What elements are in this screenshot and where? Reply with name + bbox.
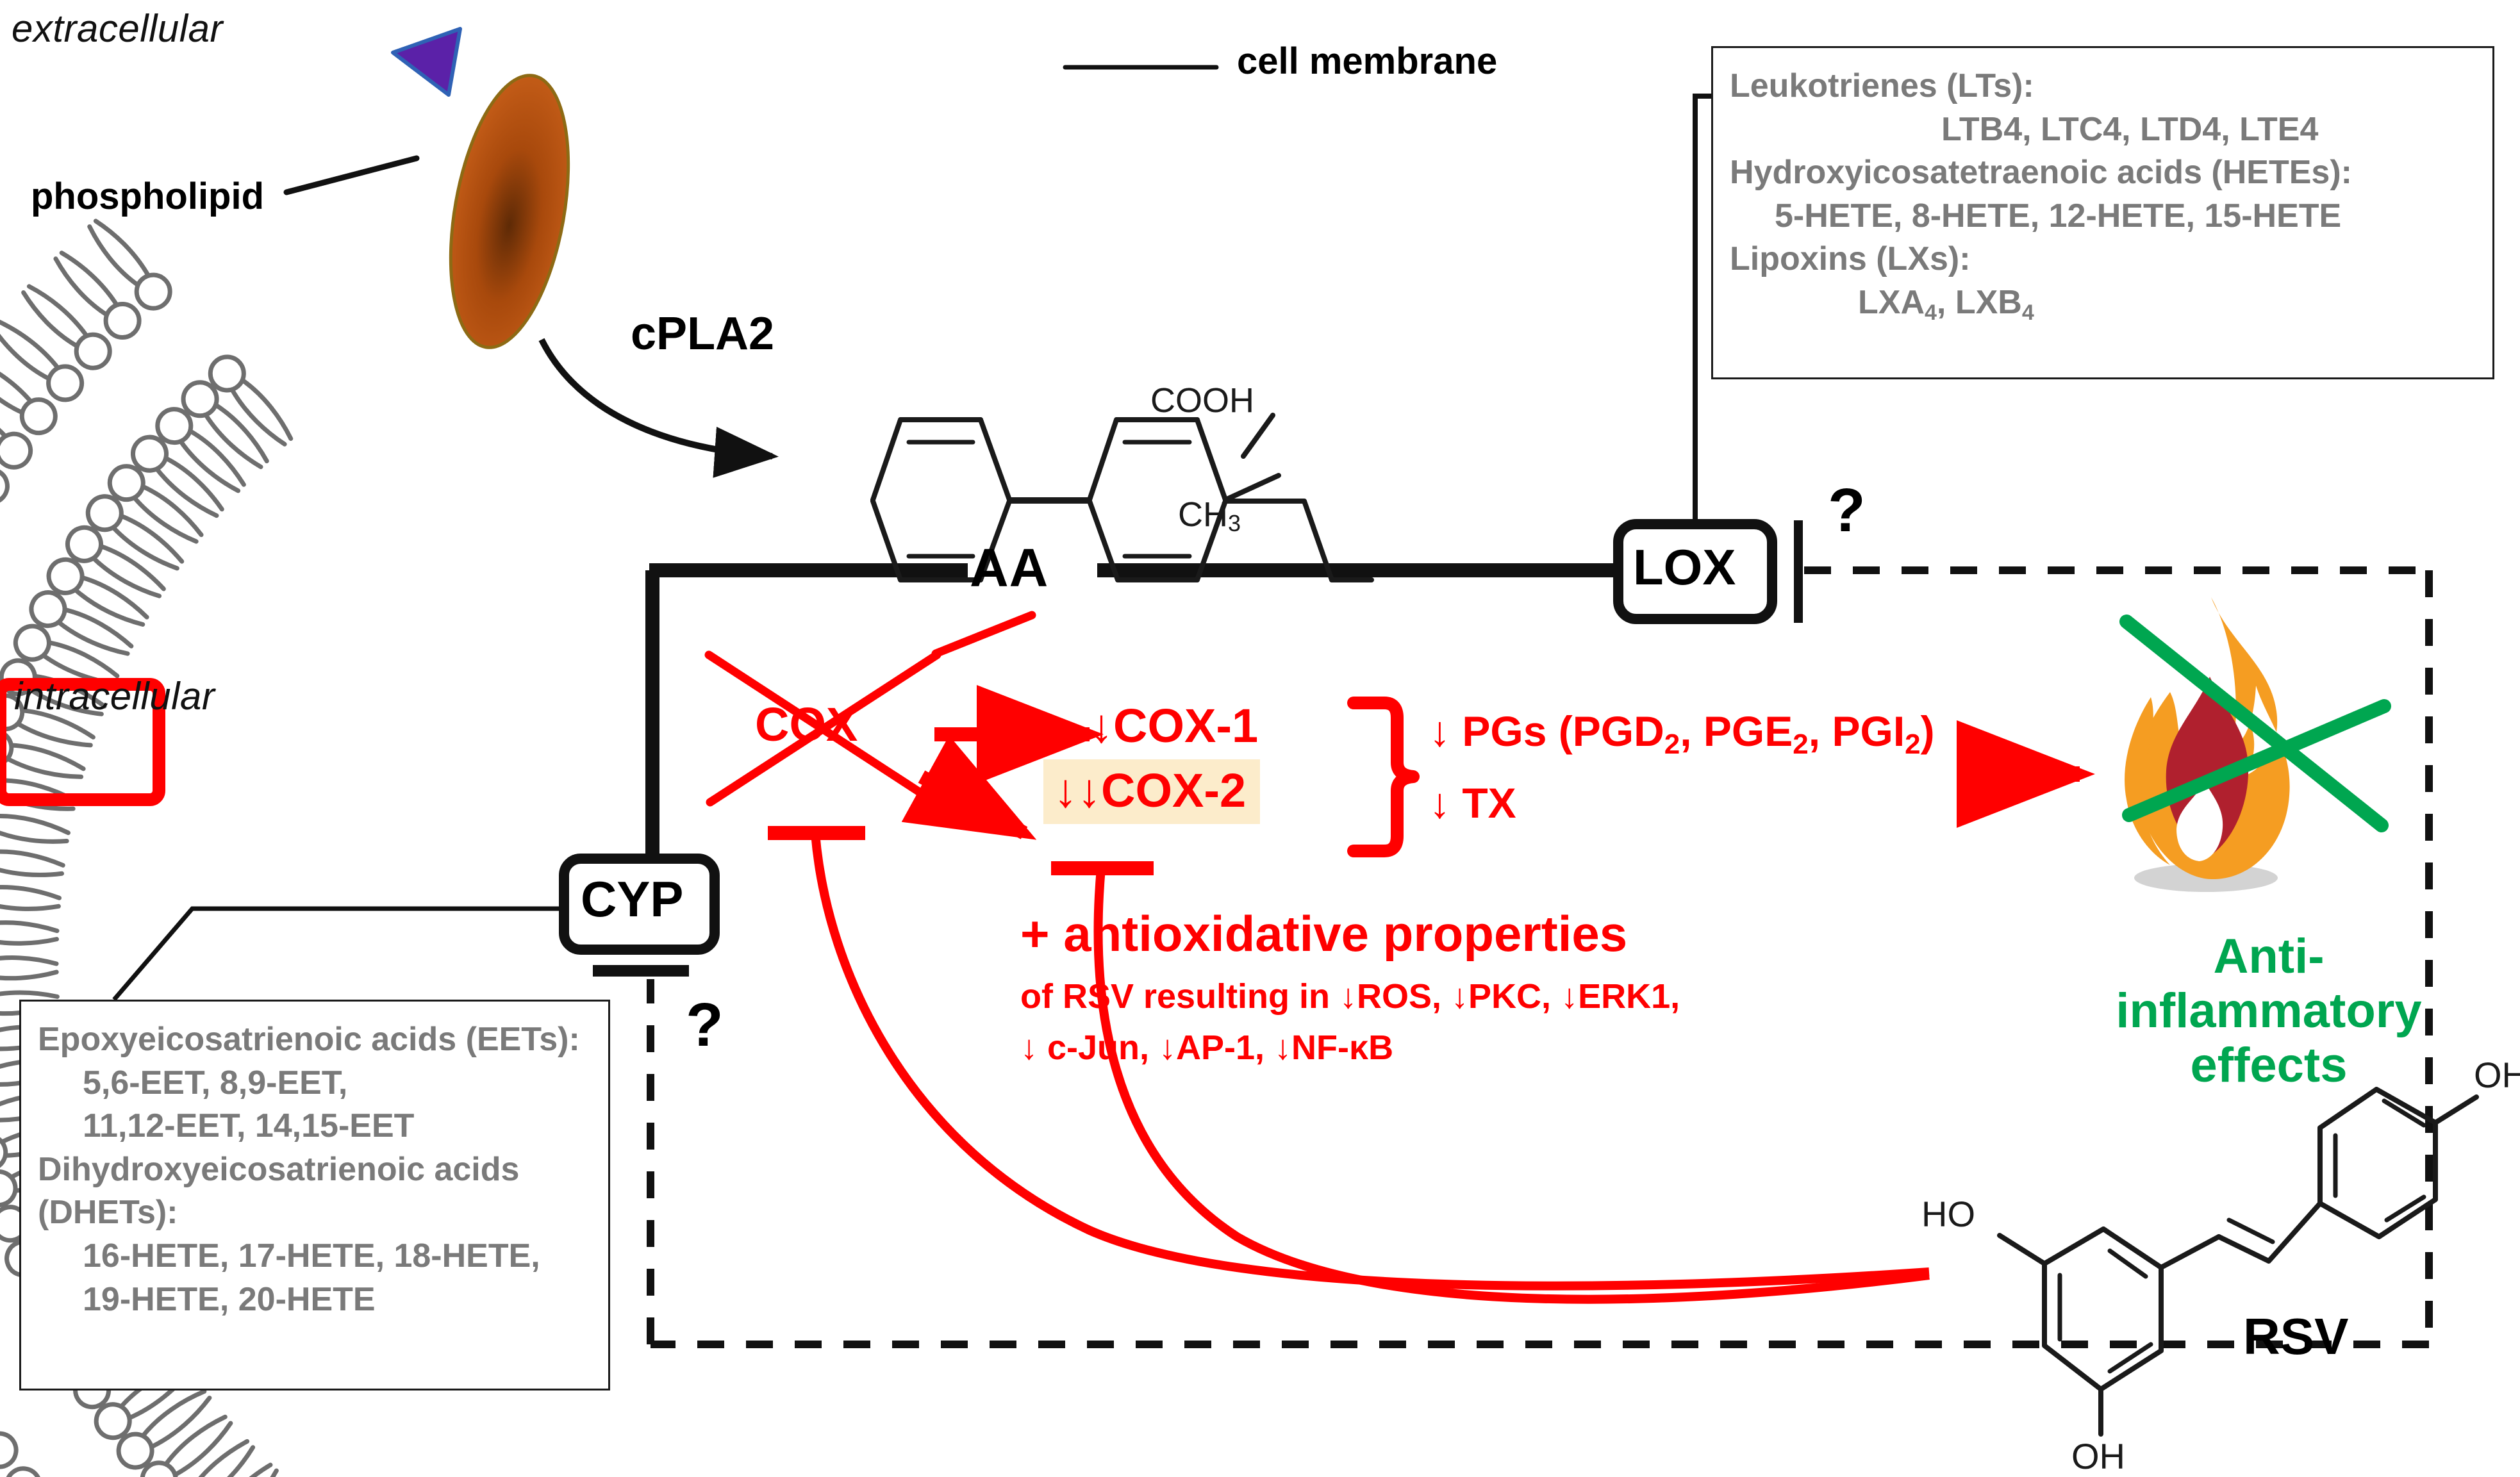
cyp-products-line-6: 16-HETE, 17-HETE, 18-HETE, — [83, 1237, 540, 1275]
outcome-line-1: Anti- — [2213, 929, 2325, 984]
cpla2-enzyme-body — [449, 74, 570, 349]
lox-question-mark: ? — [1828, 476, 1866, 545]
pgs-label: ↓ PGs (PGD2, PGE2, PGI2) — [1429, 705, 1935, 762]
phospholipid-leader-line — [283, 155, 420, 195]
lox-products-connector — [1693, 94, 1711, 524]
cyp-products-text: Epoxyeicosatrienoic acids (EETs): 5,6-EE… — [38, 1018, 593, 1321]
pgi-text: , PGI — [1808, 707, 1905, 755]
aa-cooh-label: COOH — [1150, 381, 1254, 420]
pge2-subscript: 2 — [1793, 729, 1809, 760]
lox-products-line-5: Lipoxins (LXs): — [1730, 240, 1971, 278]
lxb-text: , LXB — [1936, 283, 2022, 321]
resveratrol-structure — [1997, 1087, 2479, 1437]
cyp-products-line-7: 19-HETE, 20-HETE — [83, 1280, 376, 1318]
pgi2-subscript: 2 — [1905, 729, 1921, 760]
cox-label: COX — [755, 698, 858, 751]
cox1-label: ↓COX-1 — [1090, 699, 1259, 752]
lox-label: LOX — [1633, 539, 1736, 595]
aa-ch3-subscript: 3 — [1228, 510, 1241, 536]
activation-marker-triangle — [391, 27, 462, 97]
aa-ch3-label: CH3 — [1178, 495, 1241, 537]
cyp-products-connector — [112, 906, 564, 1002]
lox-products-line-1: Leukotrienes (LTs): — [1730, 67, 2034, 104]
cyp-label: CYP — [581, 871, 684, 927]
arachidonic-acid-structure — [870, 413, 1374, 582]
cox2-arrow — [901, 735, 1037, 840]
lxa-subscript: 4 — [1925, 300, 1937, 325]
outcome-line-2: inflammatory — [2116, 984, 2422, 1039]
cox-aa-connector — [931, 611, 1036, 658]
lox-products-line-4: 5-HETE, 8-HETE, 12-HETE, 15-HETE — [1775, 197, 2342, 235]
antioxidative-heading: + antioxidative properties — [1020, 905, 1628, 962]
pgs-suffix: ) — [1920, 707, 1935, 755]
cell-membrane-label: cell membrane — [1237, 40, 1498, 82]
lox-products-text: Leukotrienes (LTs): LTB4, LTC4, LTD4, LT… — [1730, 65, 2477, 327]
cpla2-label: cPLA2 — [631, 308, 775, 359]
cyp-products-line-5: (DHETs): — [38, 1194, 178, 1232]
rsv-ho-left-label: HO — [1921, 1194, 1975, 1234]
tx-label: ↓ TX — [1429, 779, 1516, 827]
inflammation-flame-icon — [2125, 597, 2290, 892]
cox2-label: ↓↓COX-2 — [1043, 759, 1261, 824]
rsv-label: RSV — [2243, 1308, 2349, 1365]
rsv-oh-top-label: OH — [2474, 1055, 2520, 1095]
lox-products-box: Leukotrienes (LTs): LTB4, LTC4, LTD4, LT… — [1711, 46, 2494, 379]
lox-products-line-6: LXA4, LXB4 — [1730, 281, 2477, 327]
cox2-highlight: ↓↓COX-2 — [1043, 759, 1261, 824]
anti-inflammatory-outcome: Anti- inflammatory effects — [2096, 929, 2442, 1093]
pge-text: , PGE — [1680, 707, 1793, 755]
diagram-canvas: extracellular phospholipid cell membrane… — [0, 7, 2520, 1443]
cox-products-brace — [1347, 697, 1420, 857]
flame-cross-out — [2119, 615, 2391, 832]
cyp-products-box: Epoxyeicosatrienoic acids (EETs): 5,6-EE… — [19, 1000, 610, 1390]
lxa-text: LXA — [1858, 283, 1925, 321]
cyp-products-line-1: Epoxyeicosatrienoic acids (EETs): — [38, 1021, 580, 1058]
outcome-line-3: effects — [2190, 1038, 2348, 1093]
intracellular-label: intracellular — [14, 675, 215, 718]
cyp-products-line-3: 11,12-EET, 14,15-EET — [83, 1107, 415, 1145]
lxb-subscript: 4 — [2021, 300, 2034, 325]
pgs-prefix: ↓ PGs (PGD — [1429, 707, 1664, 755]
aa-label: AA — [970, 538, 1049, 598]
lox-products-line-3: Hydroxyicosatetraenoic acids (HETEs): — [1730, 154, 2352, 192]
antioxidative-line-2: of RSV resulting in ↓ROS, ↓PKC, ↓ERK1, — [1020, 977, 1680, 1016]
antioxidative-line-3: ↓ c-Jun, ↓AP-1, ↓NF-κB — [1020, 1028, 1394, 1067]
aa-ch3-text: CH — [1178, 495, 1228, 534]
cyp-question-mark: ? — [686, 991, 724, 1059]
rsv-oh-bottom-label: OH — [2071, 1436, 2125, 1476]
phospholipid-label: phospholipid — [31, 176, 265, 217]
extracellular-label: extracellular — [12, 7, 223, 50]
lox-products-line-2: LTB4, LTC4, LTD4, LTE4 — [1941, 110, 2319, 148]
pgd2-subscript: 2 — [1664, 729, 1680, 760]
cyp-products-line-2: 5,6-EET, 8,9-EET, — [83, 1064, 348, 1102]
cyp-products-line-4: Dihydroxyeicosatrienoic acids — [38, 1150, 520, 1188]
